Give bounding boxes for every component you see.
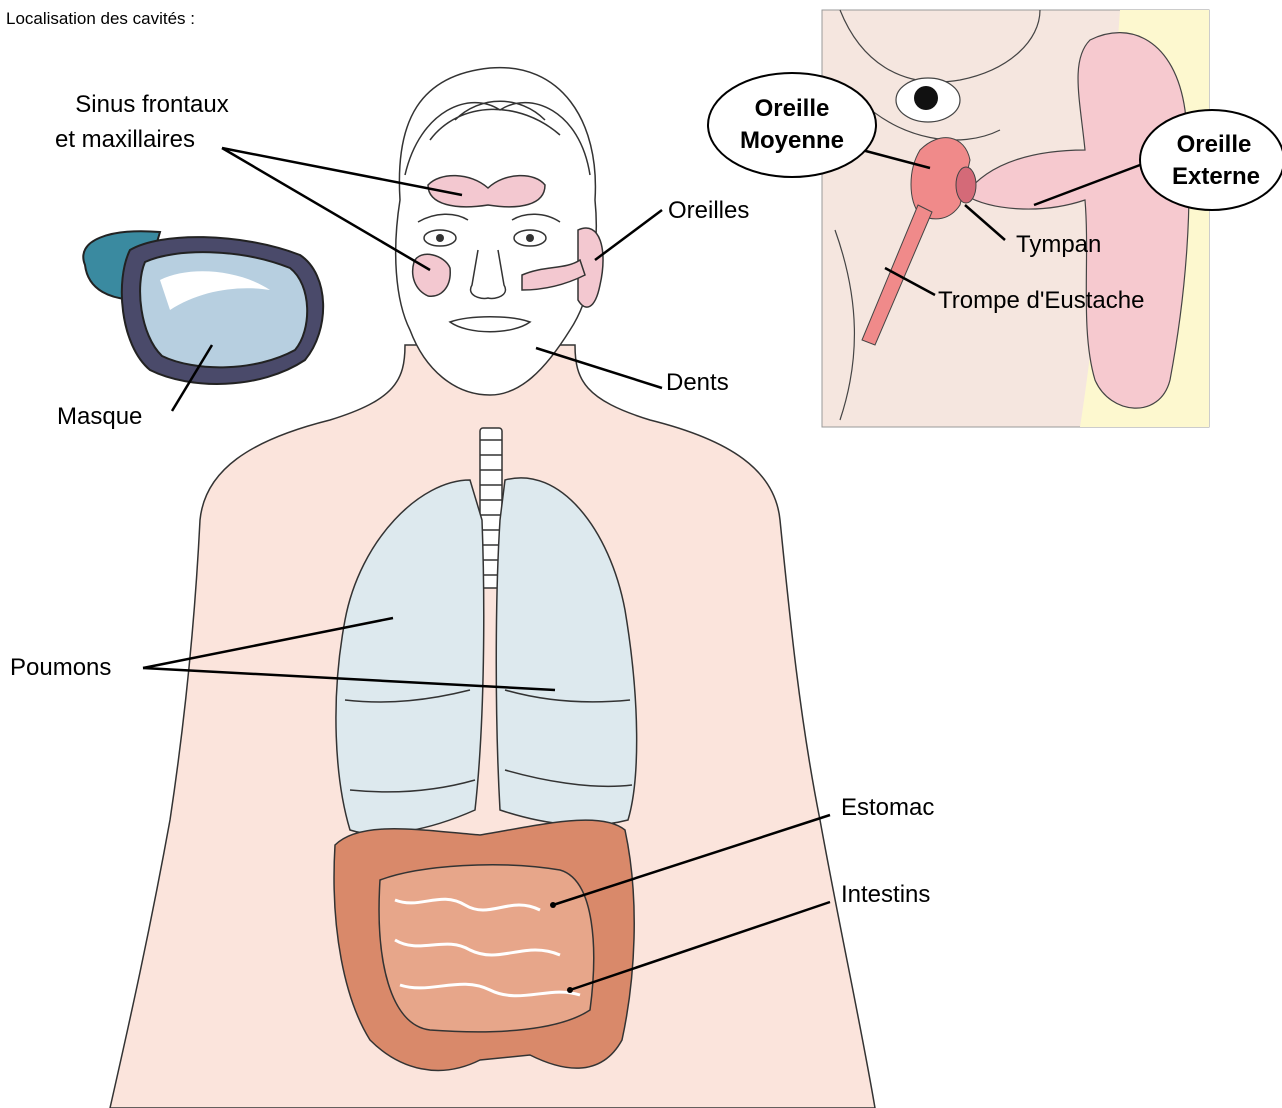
label-poumons: Poumons: [10, 654, 111, 681]
label-trompe: Trompe d'Eustache: [938, 287, 1144, 314]
inset-pupil: [914, 86, 938, 110]
oval-oreille-moyenne: [708, 73, 876, 177]
label-dents: Dents: [666, 369, 729, 396]
label-sinus-line1: Sinus frontaux: [75, 91, 228, 118]
mask-glass: [140, 252, 307, 367]
right-pupil: [526, 234, 534, 242]
label-oreille-moyenne-line2: Moyenne: [740, 127, 844, 154]
oval-oreille-externe: [1140, 110, 1282, 210]
tympan-shape: [956, 167, 976, 203]
label-sinus-line2: et maxillaires: [55, 126, 195, 153]
label-oreille-externe-line1: Oreille: [1177, 131, 1252, 158]
label-estomac: Estomac: [841, 794, 934, 821]
human-body: [110, 68, 875, 1108]
page-title: Localisation des cavités :: [6, 9, 195, 28]
ear-inset: [822, 10, 1209, 427]
label-masque: Masque: [57, 403, 142, 430]
line-oreilles: [595, 210, 662, 260]
left-pupil: [436, 234, 444, 242]
label-oreille-externe-line2: Externe: [1172, 163, 1260, 190]
label-tympan: Tympan: [1016, 231, 1101, 258]
label-oreille-moyenne-line1: Oreille: [755, 95, 830, 122]
label-intestins: Intestins: [841, 881, 930, 908]
label-oreilles: Oreilles: [668, 197, 749, 224]
small-intestine: [379, 865, 594, 1032]
